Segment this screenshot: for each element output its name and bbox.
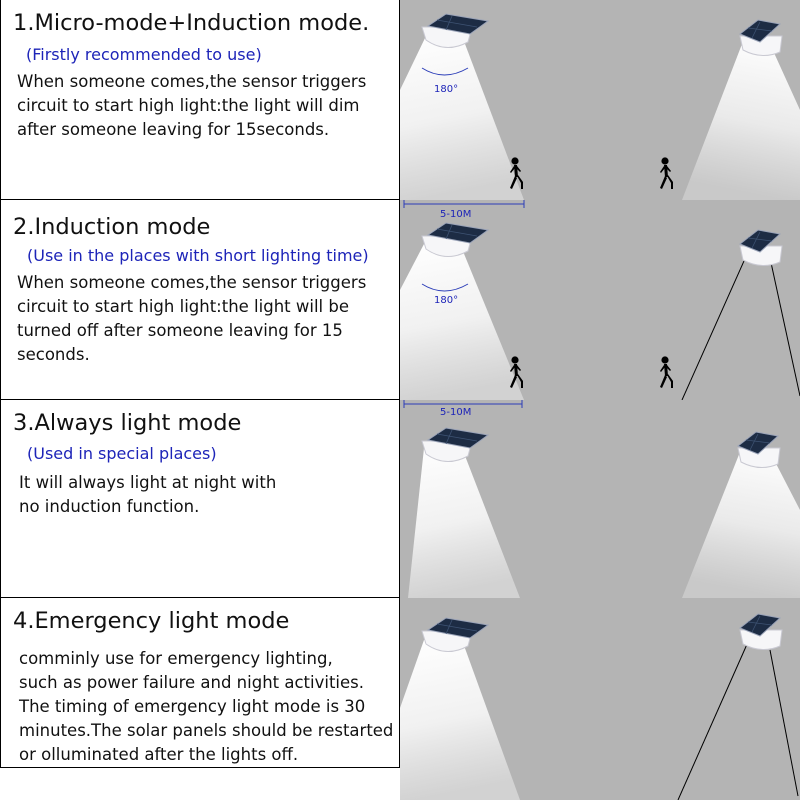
right-light-beam-icon [682,452,800,598]
mode-4-line-3: The timing of emergency light mode is 30 [19,697,366,716]
mode-panel-1: 1.Micro-mode+Induction mode. (Firstly re… [0,0,800,200]
mode-3-description: It will always light at night with no in… [19,471,276,519]
mode-1-line-2: circuit to start high light:the light wi… [17,96,360,115]
mode-4-title: 4.Emergency light mode [13,608,290,634]
left-solar-light-icon [421,13,489,49]
mode-4-scene [400,598,800,800]
mode-4-line-5: or olluminated after the lights off. [19,745,299,764]
mode-1-angle-label: 180° [434,84,458,95]
right-solar-light-icon [739,613,783,651]
mode-1-scene: 180° [400,0,800,200]
mode-2-title: 2.Induction mode [13,214,211,240]
right-solar-light-icon [737,431,781,469]
right-light-off-outline [681,251,800,400]
mode-3-line-1: It will always light at night with [19,473,277,492]
mode-panel-4: 4.Emergency light mode comminly use for … [0,598,800,800]
mode-1-description: When someone comes,the sensor triggers c… [17,70,366,142]
mode-2-angle-label: 180° [434,295,458,306]
mode-3-scene: 5-10M [400,400,800,598]
right-solar-light-icon [739,229,783,267]
mode-3-text-area: 3.Always light mode (Used in special pla… [0,400,400,598]
mode-4-line-1: comminly use for emergency lighting, [19,649,333,668]
left-light-beam-icon [408,448,520,598]
left-light-beam-icon [400,244,524,400]
walking-person-icon [660,157,673,189]
mode-panel-3: 3.Always light mode (Used in special pla… [0,400,800,598]
mode-panel-2: 2.Induction mode (Use in the places with… [0,200,800,400]
mode-1-text-area: 1.Micro-mode+Induction mode. (Firstly re… [0,0,400,200]
mode-2-line-4: seconds. [17,345,90,364]
mode-2-line-2: circuit to start high light:the light wi… [17,297,349,316]
mode-4-description: comminly use for emergency lighting, suc… [19,647,393,767]
mode-1-line-3: after someone leaving for 15seconds. [17,120,330,139]
mode-3-subtitle: (Used in special places) [27,444,217,463]
mode-2-line-1: When someone comes,the sensor triggers [17,273,367,292]
mode-3-title: 3.Always light mode [13,410,242,436]
mode-1-title: 1.Micro-mode+Induction mode. [13,10,370,36]
left-solar-light-icon [421,427,489,463]
mode-4-line-4: minutes.The solar panels should be resta… [19,721,394,740]
mode-2-scene: 5-10M 180° [400,200,800,400]
mode-2-subtitle: (Use in the places with short lighting t… [27,246,369,265]
right-light-off-outline [677,641,799,800]
mode-2-description: When someone comes,the sensor triggers c… [17,271,366,367]
mode-2-text-area: 2.Induction mode (Use in the places with… [0,200,400,400]
mode-1-subtitle: (Firstly recommended to use) [26,45,262,64]
mode-2-line-3: turned off after someone leaving for 15 [17,321,343,340]
mode-4-text-area: 4.Emergency light mode comminly use for … [0,598,400,768]
mode-3-line-2: no induction function. [19,497,200,516]
left-solar-light-icon [421,222,489,258]
left-solar-light-icon [421,617,489,653]
right-solar-light-icon [739,19,783,57]
left-light-beam-icon [400,640,520,800]
mode-1-line-1: When someone comes,the sensor triggers [17,72,367,91]
mode-1-distance-label: 5-10M [440,209,471,220]
mode-2-distance-label: 5-10M [440,407,471,418]
left-light-beam-icon [400,36,524,200]
walking-person-icon [660,356,673,388]
right-light-beam-icon [682,44,800,200]
mode-4-line-2: such as power failure and night activiti… [19,673,364,692]
distance-marker: 5-10M [403,200,525,220]
distance-marker: 5-10M [403,400,523,418]
